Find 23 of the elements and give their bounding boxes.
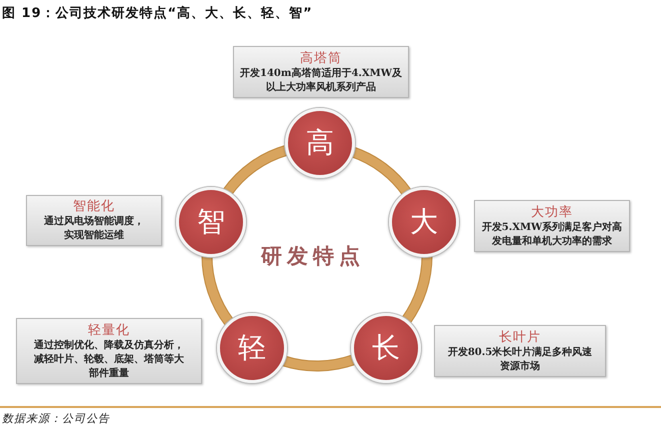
- card-title: 高塔筒: [300, 50, 342, 66]
- feature-circle: 大: [389, 187, 459, 257]
- card-title: 轻量化: [88, 322, 130, 338]
- card-description: 通过风电场智能调度，实现智能运维: [43, 215, 145, 243]
- feature-card: [474, 200, 630, 252]
- feature-circle: 高: [285, 108, 355, 178]
- card-description: 开发80.5米长叶片满足多种风速资源市场: [446, 346, 594, 374]
- card-title: 长叶片: [499, 328, 541, 346]
- figure-title: 图 19：公司技术研发特点“高、大、长、轻、智”: [2, 4, 313, 22]
- card-title: 大功率: [531, 204, 573, 220]
- card-title: 智能化: [73, 198, 115, 215]
- source-note: 数据来源：公司公告: [2, 411, 110, 426]
- feature-card: [434, 325, 606, 377]
- feature-card: [26, 195, 162, 246]
- feature-card: [233, 46, 409, 98]
- feature-card: [16, 318, 202, 384]
- feature-circle: 长: [351, 313, 421, 383]
- feature-circle: 智: [176, 187, 246, 257]
- card-description: 开发5.XMW系列满足客户对高发电量和单机大功率的需求: [480, 220, 624, 248]
- center-title: 研发特点: [260, 243, 365, 269]
- feature-circle: 轻: [217, 313, 287, 383]
- card-description: 通过控制优化、降载及仿真分析，减轻叶片、轮毂、底架、塔筒等大部件重量: [33, 338, 185, 380]
- card-description: 开发140m高塔筒适用于4.XMW及以上大功率风机系列产品: [239, 66, 403, 94]
